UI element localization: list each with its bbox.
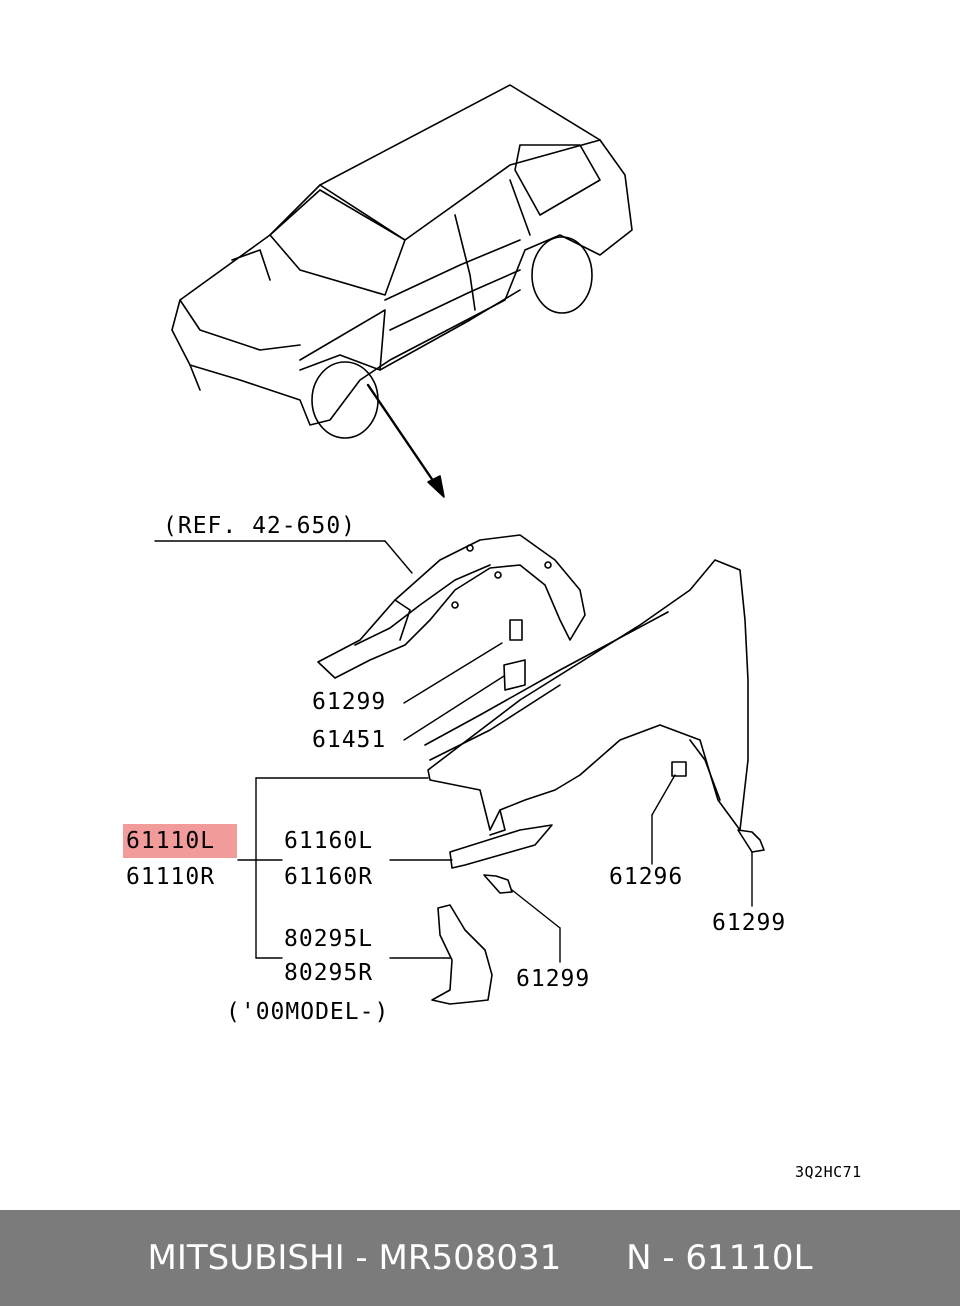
footer-bar: MITSUBISHI - MR508031 N - 61110L bbox=[0, 1210, 960, 1306]
direction-arrow bbox=[366, 383, 445, 498]
reference-label: (REF. 42-650) bbox=[163, 513, 357, 539]
part-number-80295R[interactable]: 80295R bbox=[284, 960, 374, 986]
part-number-61299-right[interactable]: 61299 bbox=[712, 910, 787, 936]
part-number-61110L[interactable]: 61110L bbox=[126, 828, 216, 854]
bracket-part bbox=[449, 824, 553, 869]
part-number-61110R[interactable]: 61110R bbox=[126, 864, 216, 890]
part-number-61160R[interactable]: 61160R bbox=[284, 864, 374, 890]
footer-part-info: MITSUBISHI - MR508031 N - 61110L bbox=[147, 1238, 813, 1278]
leader-lines bbox=[154, 540, 753, 963]
part-number-61299-lower[interactable]: 61299 bbox=[516, 966, 591, 992]
part-number-80295L[interactable]: 80295L bbox=[284, 926, 374, 952]
fasteners bbox=[483, 619, 765, 894]
part-number-61160L[interactable]: 61160L bbox=[284, 828, 374, 854]
part-number-61299-upper[interactable]: 61299 bbox=[312, 689, 387, 715]
wheel-liner-part bbox=[317, 534, 586, 679]
splash-guard-part bbox=[431, 904, 493, 1005]
part-number-61451[interactable]: 61451 bbox=[312, 727, 387, 753]
model-note: ('00MODEL-) bbox=[226, 999, 390, 1025]
diagram-code: 3Q2HC71 bbox=[795, 1163, 862, 1181]
highlighted-part-marker bbox=[123, 824, 237, 858]
part-number-61296[interactable]: 61296 bbox=[609, 864, 684, 890]
parts-diagram bbox=[154, 84, 765, 1005]
vehicle-illustration bbox=[171, 84, 633, 439]
fender-part bbox=[424, 559, 749, 836]
